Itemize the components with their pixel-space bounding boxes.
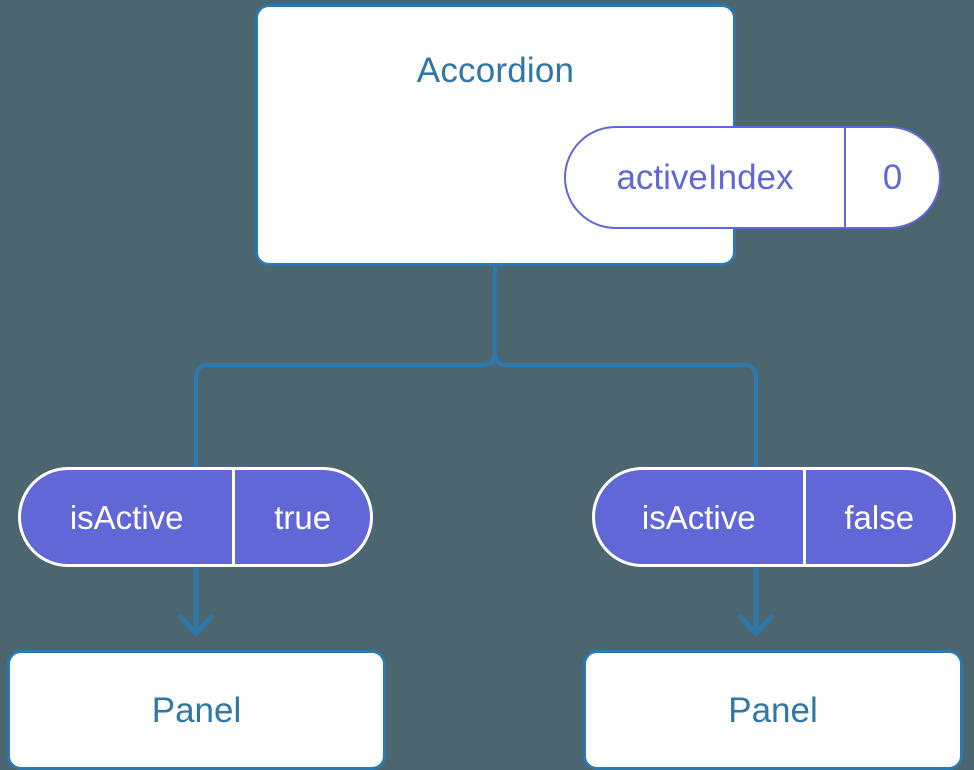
panel-left-title: Panel xyxy=(151,690,242,730)
panel-card-left[interactable]: Panel xyxy=(7,650,386,770)
active-index-state-pill[interactable]: activeIndex 0 xyxy=(564,126,941,229)
connector-to-right-branch xyxy=(493,266,758,467)
is-active-false-pill[interactable]: isActive false xyxy=(592,467,956,567)
is-active-true-pill[interactable]: isActive true xyxy=(18,467,373,567)
panel-card-right[interactable]: Panel xyxy=(583,650,963,770)
connector-to-left-branch xyxy=(194,266,497,467)
accordion-title: Accordion xyxy=(416,51,575,90)
arrow-left-to-panel xyxy=(178,567,214,637)
is-active-true-key: isActive xyxy=(69,498,184,536)
accordion-component-card[interactable]: Accordion activeIndex 0 xyxy=(255,4,941,266)
panel-right-title: Panel xyxy=(728,690,818,730)
active-index-value: 0 xyxy=(844,128,939,227)
is-active-true-value: true xyxy=(232,470,370,564)
active-index-key: activeIndex xyxy=(616,158,794,197)
is-active-false-value: false xyxy=(802,470,954,564)
arrow-right-to-panel xyxy=(738,567,774,637)
is-active-false-key: isActive xyxy=(641,498,756,536)
